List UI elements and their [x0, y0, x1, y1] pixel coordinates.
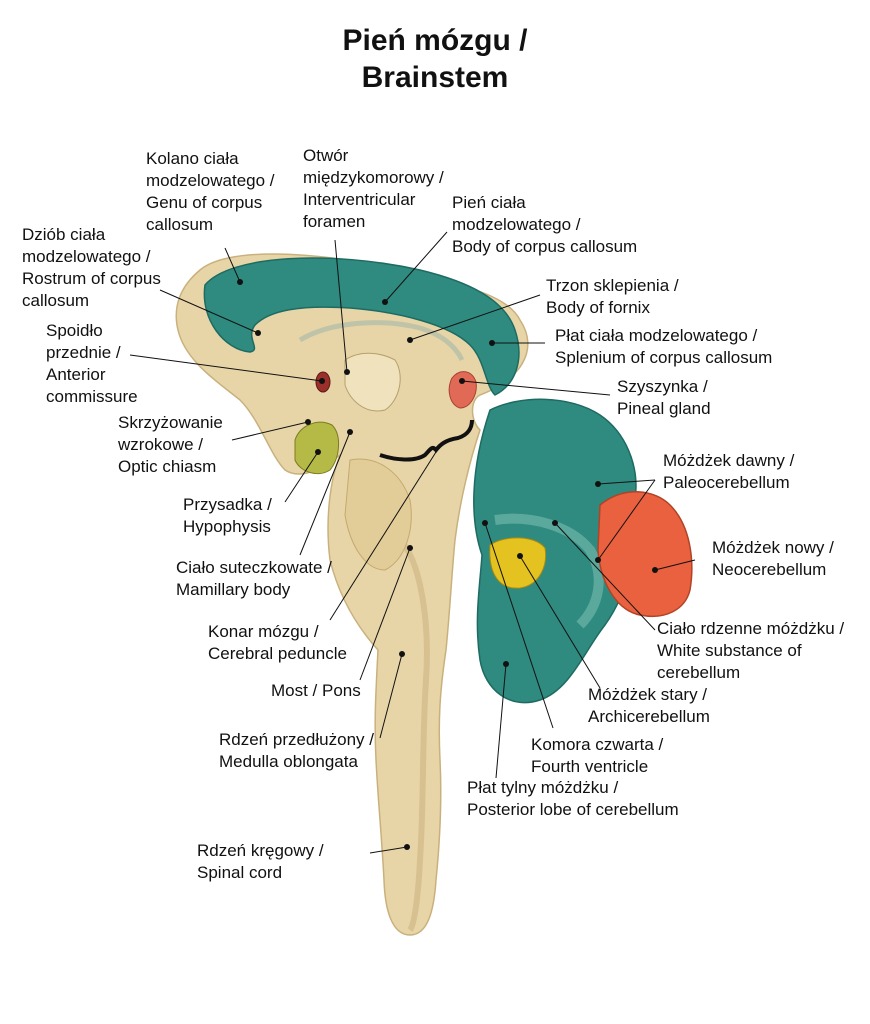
pons-shape: [344, 458, 412, 571]
fornix-shape: [298, 320, 465, 362]
label-line: Spinal cord: [197, 863, 283, 882]
label-line: Cerebral peduncle: [208, 644, 347, 663]
label-line: przednie /: [46, 343, 121, 362]
label-fourth-ventricle: Komora czwarta / Fourth ventricle: [531, 734, 663, 778]
label-line: Genu of corpus: [146, 193, 263, 212]
label-line: Rostrum of corpus: [22, 269, 161, 288]
label-line: Paleocerebellum: [663, 473, 790, 492]
label-neocerebellum: Móżdżek nowy / Neocerebellum: [712, 537, 834, 581]
label-line: Posterior lobe of cerebellum: [467, 800, 679, 819]
label-genu: Kolano ciała modzelowatego / Genu of corp…: [146, 148, 275, 236]
label-line: Ciało suteczkowate /: [176, 558, 332, 577]
label-line: Pień ciała: [452, 193, 526, 212]
label-line: Spoidło: [46, 321, 103, 340]
label-line: Rdzeń przedłużony /: [219, 730, 374, 749]
label-line: Rdzeń kręgowy /: [197, 841, 324, 860]
label-line: Fourth ventricle: [531, 757, 649, 776]
label-line: Móżdżek nowy /: [712, 538, 834, 557]
third-ventricle-shape: [344, 352, 401, 412]
label-line: Optic chiasm: [118, 457, 217, 476]
label-paleocerebellum: Móżdżek dawny / Paleocerebellum: [663, 450, 794, 494]
label-body-of-fornix: Trzon sklepienia / Body of fornix: [546, 275, 679, 319]
label-line: Mamillary body: [176, 580, 291, 599]
label-line: Płat tylny móżdżku /: [467, 778, 619, 797]
label-line: Dziób ciała: [22, 225, 106, 244]
pineal-gland-shape: [448, 371, 477, 409]
label-line: Most / Pons: [271, 681, 361, 700]
label-rostrum: Dziób ciała modzelowatego / Rostrum of co…: [22, 224, 161, 312]
label-line: Hypophysis: [183, 517, 271, 536]
title-line-2: Brainstem: [361, 61, 509, 94]
label-anterior-commissure: Spoidło przednie / Anterior commissure: [46, 320, 138, 408]
label-line: Kolano ciała: [146, 149, 239, 168]
label-medulla-oblongata: Rdzeń przedłużony / Medulla oblongata: [219, 729, 374, 773]
label-white-substance: Ciało rdzenne móżdżku / White substance o…: [657, 618, 844, 684]
label-cerebral-peduncle: Konar mózgu / Cerebral peduncle: [208, 621, 347, 665]
label-line: Móżdżek dawny /: [663, 451, 795, 470]
label-line: Komora czwarta /: [531, 735, 664, 754]
label-line: Szyszynka /: [617, 377, 708, 396]
page-title: Pień mózgu / Brainstem: [0, 22, 870, 96]
label-line: Body of corpus callosum: [452, 237, 638, 256]
pointer-dots: [237, 279, 658, 850]
label-line: foramen: [303, 212, 366, 231]
label-line: Body of fornix: [546, 298, 650, 317]
label-line: Splenium of corpus callosum: [555, 348, 773, 367]
label-line: callosum: [146, 215, 214, 234]
label-line: Interventricular: [303, 190, 416, 209]
label-line: Konar mózgu /: [208, 622, 319, 641]
label-interventricular-foramen: Otwór międzykomorowy / Interventricular fo…: [303, 145, 444, 233]
label-optic-chiasm: Skrzyżowanie wzrokowe / Optic chiasm: [118, 412, 223, 478]
label-line: commissure: [46, 387, 138, 406]
label-line: międzykomorowy /: [303, 168, 444, 187]
label-body-corpus-callosum: Pień ciała modzelowatego / Body of corpus…: [452, 192, 637, 258]
label-line: modzelowatego /: [22, 247, 151, 266]
label-posterior-lobe: Płat tylny móżdżku / Posterior lobe of ce…: [467, 777, 679, 821]
label-line: modzelowatego /: [146, 171, 275, 190]
label-line: Medulla oblongata: [219, 752, 358, 771]
label-line: Ciało rdzenne móżdżku /: [657, 619, 845, 638]
cerebellum-inner-shape: [494, 513, 604, 629]
label-hypophysis: Przysadka / Hypophysis: [183, 494, 272, 538]
label-line: modzelowatego /: [452, 215, 581, 234]
title-line-1: Pień mózgu /: [342, 24, 528, 57]
label-archicerebellum: Móżdżek stary / Archicerebellum: [588, 684, 710, 728]
label-line: wzrokowe /: [118, 435, 204, 454]
label-line: cerebellum: [657, 663, 741, 682]
label-line: callosum: [22, 291, 90, 310]
label-line: Neocerebellum: [712, 560, 827, 579]
label-line: Archicerebellum: [588, 707, 710, 726]
peduncle-brace: [379, 419, 474, 462]
label-mamillary-body: Ciało suteczkowate / Mamillary body: [176, 557, 332, 601]
neocerebellum-shape: [597, 491, 693, 617]
label-line: Płat ciała modzelowatego /: [555, 326, 758, 345]
label-line: Przysadka /: [183, 495, 272, 514]
label-pons: Most / Pons: [271, 680, 361, 702]
spinal-cord-shape: [397, 537, 430, 932]
label-line: Trzon sklepienia /: [546, 276, 679, 295]
label-line: Pineal gland: [617, 399, 711, 418]
leader-lines: [129, 231, 696, 854]
corpus-callosum-shape: [203, 257, 520, 396]
label-line: Skrzyżowanie: [118, 413, 223, 432]
label-splenium: Płat ciała modzelowatego / Splenium of co…: [555, 325, 772, 369]
label-pineal-gland: Szyszynka / Pineal gland: [617, 376, 711, 420]
label-line: Otwór: [303, 146, 349, 165]
label-spinal-cord: Rdzeń kręgowy / Spinal cord: [197, 840, 324, 884]
label-line: Móżdżek stary /: [588, 685, 708, 704]
cerebellum-shape: [473, 398, 637, 704]
hypophysis-shape: [294, 421, 339, 475]
label-line: White substance of: [657, 641, 802, 660]
label-line: Anterior: [46, 365, 106, 384]
brain-tissue: [175, 253, 529, 936]
